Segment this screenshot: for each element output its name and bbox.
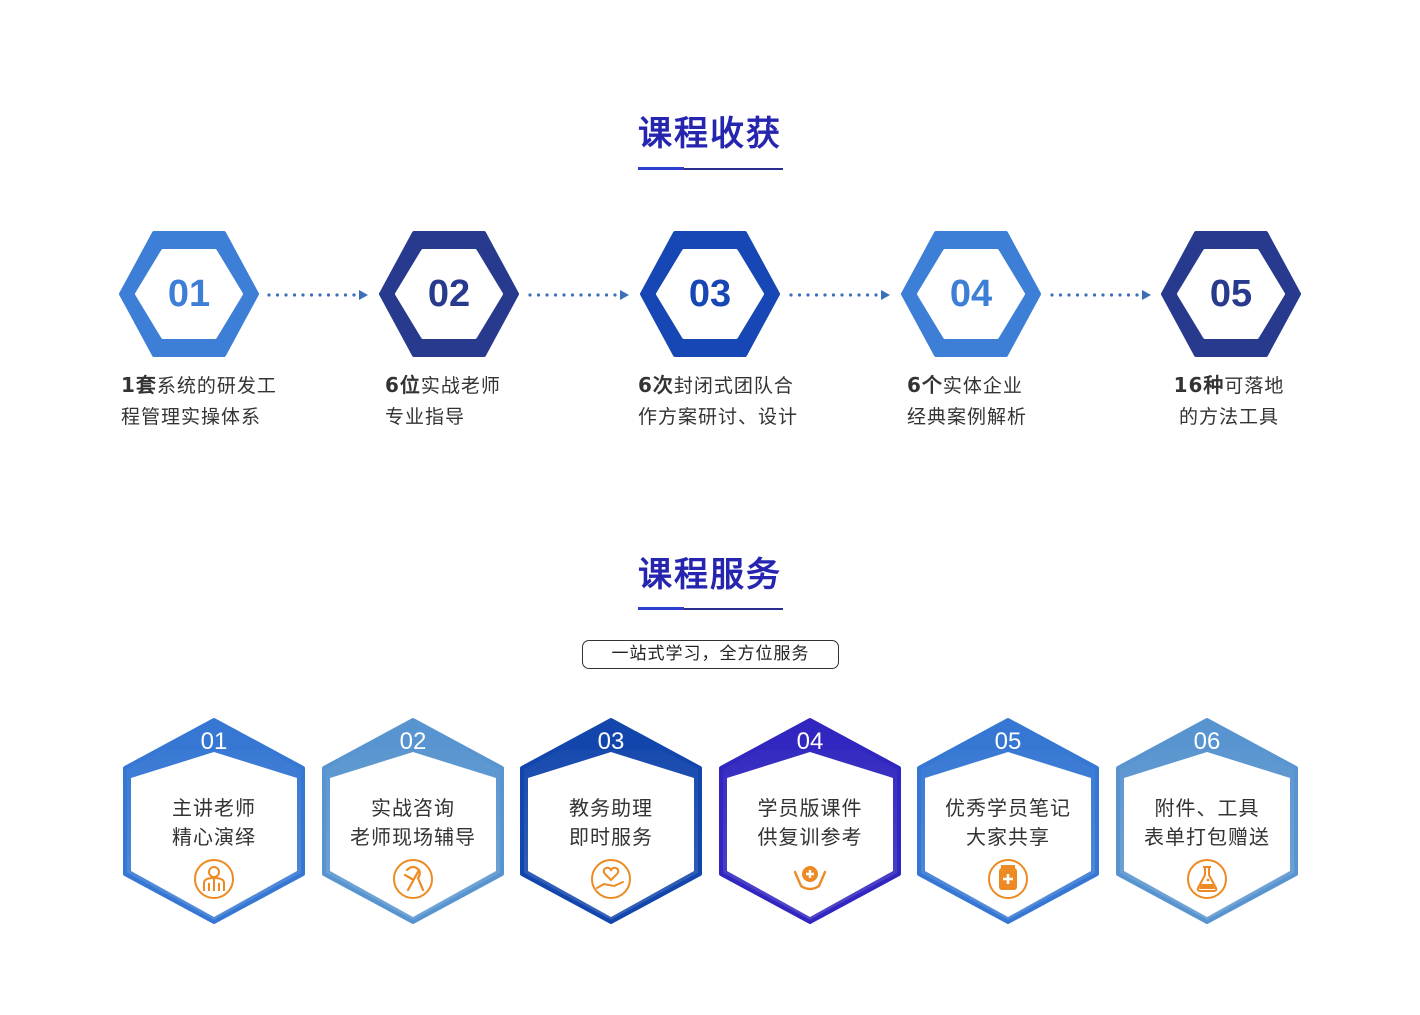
service-card-03: 03 教务助理即时服务 [516,716,706,926]
services-title: 课程服务 [638,555,782,595]
step-hexagon-01: 01 [119,230,259,358]
step-text: 可落地 [1224,375,1285,397]
step-text-line2: 专业指导 [385,406,466,428]
services-subtitle-badge: 一站式学习，全方位服务 [582,640,839,669]
step-text: 实体企业 [942,375,1023,397]
service-number: 04 [796,728,824,755]
service-number: 01 [200,728,228,755]
step-number: 01 [167,273,211,315]
service-label: 实战咨询 [371,796,455,820]
step-highlight: 6次 [638,373,674,397]
service-label-line2: 精心演绎 [172,825,256,849]
step-highlight: 6个 [907,373,943,397]
service-card-02: 02 实战咨询老师现场辅导 [318,716,508,926]
connector-arrow-icon [267,290,368,300]
step-description-02: 6位实战老师专业指导 [385,370,605,433]
step-description-03: 6次封闭式团队合作方案研讨、设计 [638,370,858,433]
step-description-01: 1套系统的研发工程管理实操体系 [121,370,341,433]
connector-arrow-icon [789,290,890,300]
step-text: 封闭式团队合 [673,375,794,397]
connector-arrow-icon [1050,290,1151,300]
step-number: 03 [688,273,732,315]
medical-care-icon [789,858,831,900]
service-card-06: 06 附件、工具表单打包赠送 [1112,716,1302,926]
step-text-line2: 经典案例解析 [907,406,1028,428]
step-text-line2: 的方法工具 [1178,406,1279,428]
service-label-line2: 大家共享 [966,825,1050,849]
hand-heart-icon [590,858,632,900]
step-text: 系统的研发工 [156,375,277,397]
step-description-05: 16种可落地的方法工具 [1116,370,1342,433]
step-highlight: 6位 [385,373,421,397]
service-label-line2: 即时服务 [569,825,653,849]
flask-icon [1186,858,1228,900]
service-label: 教务助理 [569,796,653,820]
step-text-line2: 作方案研讨、设计 [638,406,799,428]
gains-title-divider [638,167,783,170]
service-number: 05 [994,728,1022,755]
service-label: 附件、工具 [1154,796,1260,820]
step-hexagon-05: 05 [1161,230,1301,358]
medicine-bottle-icon [987,858,1029,900]
step-highlight: 16种 [1173,373,1225,397]
service-label: 优秀学员笔记 [945,796,1071,820]
step-highlight: 1套 [121,373,157,397]
connector-arrow-icon [528,290,629,300]
step-hexagon-03: 03 [640,230,780,358]
service-label: 主讲老师 [172,796,256,820]
services-title-divider [638,607,783,610]
service-number: 03 [597,728,625,755]
gains-title: 课程收获 [638,114,782,154]
step-hexagon-02: 02 [379,230,519,358]
step-text: 实战老师 [420,375,501,397]
step-description-04: 6个实体企业经典案例解析 [907,370,1127,433]
service-label-line2: 供复训参考 [757,825,863,849]
step-text-line2: 程管理实操体系 [121,406,262,428]
service-number: 02 [399,728,427,755]
service-card-04: 04 学员版课件供复训参考 [715,716,905,926]
step-number: 02 [427,273,471,315]
ribbon-icon [392,858,434,900]
step-hexagon-04: 04 [901,230,1041,358]
service-label-line2: 老师现场辅导 [350,825,476,849]
step-number: 05 [1209,273,1253,315]
service-label: 学员版课件 [757,796,863,820]
service-card-01: 01 主讲老师精心演绎 [119,716,309,926]
step-number: 04 [949,273,993,315]
service-card-05: 05 优秀学员笔记大家共享 [913,716,1103,926]
service-label-line2: 表单打包赠送 [1144,825,1270,849]
service-number: 06 [1193,728,1221,755]
teacher-icon [193,858,235,900]
